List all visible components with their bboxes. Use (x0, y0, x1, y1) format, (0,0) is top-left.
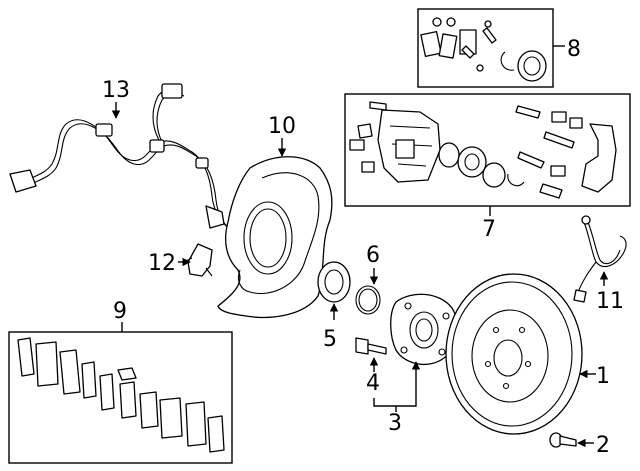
callout-12: 12 (148, 251, 176, 276)
callout-13: 13 (102, 78, 130, 103)
abs-wire-harness (9, 83, 235, 235)
callout-2: 2 (596, 433, 610, 458)
callout-5: 5 (323, 327, 337, 352)
callout-8: 8 (567, 37, 581, 62)
callout-3: 3 (388, 411, 402, 436)
wheel-speed-sensor (183, 243, 213, 277)
callout-11: 11 (596, 289, 624, 314)
caliper-parts (349, 101, 617, 199)
callout-1: 1 (596, 364, 610, 389)
wheel-hub (390, 293, 459, 366)
hub-bolt (355, 337, 387, 355)
kit-parts (420, 17, 547, 82)
brake-rotor (445, 273, 583, 435)
callout-4: 4 (366, 371, 380, 396)
callout-6: 6 (366, 243, 380, 268)
snap-ring (355, 285, 381, 315)
callout-10: 10 (268, 114, 296, 139)
callout-7: 7 (482, 217, 496, 242)
wheel-bearing (317, 261, 351, 303)
splash-shield (217, 156, 333, 319)
pad-box-9: 9 (8, 299, 233, 464)
pad-parts (17, 337, 225, 453)
brake-hose (573, 215, 627, 303)
rotor-screw (549, 432, 577, 448)
caliper-box-7: 7 (344, 93, 631, 242)
callout-9: 9 (113, 299, 127, 324)
kit-box-8: 8 (417, 8, 581, 88)
